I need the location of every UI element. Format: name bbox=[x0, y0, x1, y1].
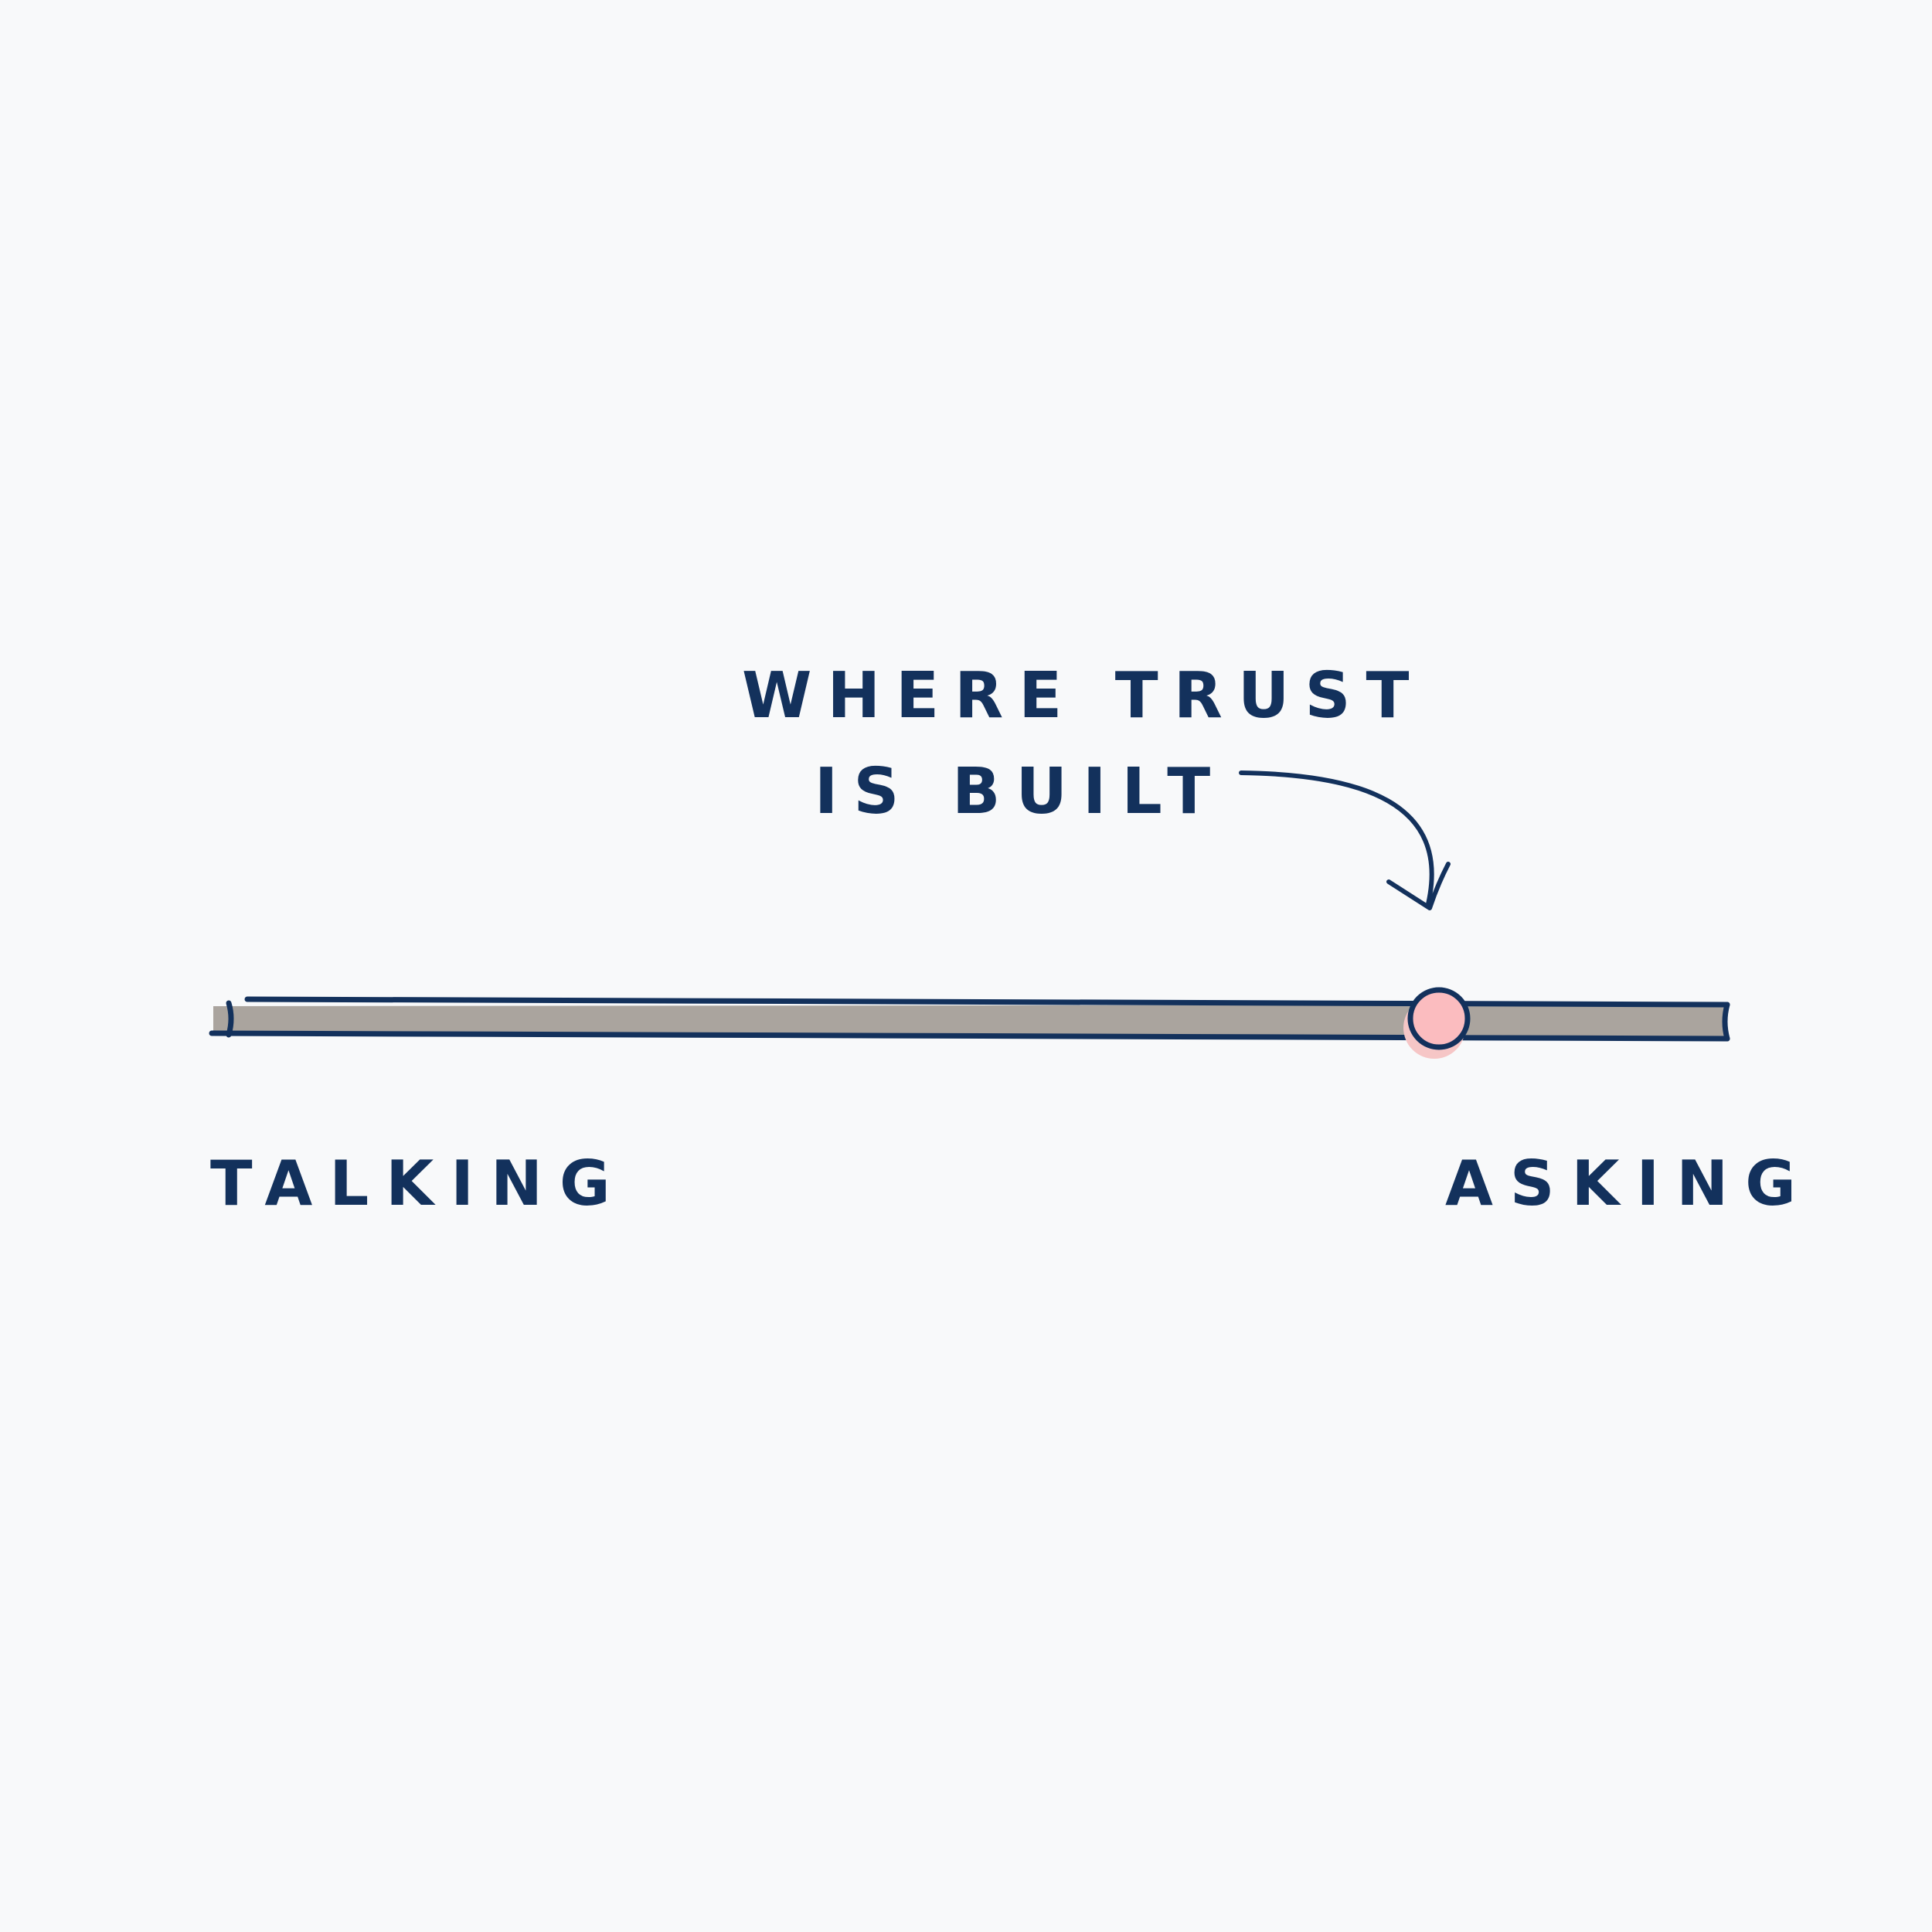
scale-bar-left-cap bbox=[226, 1000, 234, 1038]
marker-dot bbox=[1407, 987, 1471, 1050]
scale-bar-bottom-edge bbox=[209, 1030, 1730, 1042]
circle-marker-icon bbox=[1403, 987, 1471, 1059]
arrow-curve bbox=[1239, 770, 1434, 906]
scale-right-label: ASKING bbox=[1445, 1148, 1813, 1219]
scale-bar-top-edge bbox=[244, 996, 1730, 1008]
annotation-line-1: WHERE TRUST bbox=[742, 659, 1425, 733]
scale-bar-right-cap bbox=[1722, 1002, 1730, 1042]
arrow-head bbox=[1386, 862, 1451, 910]
curved-arrow-icon bbox=[1239, 770, 1451, 910]
scale-bar bbox=[209, 996, 1730, 1042]
scale-bar-fill bbox=[213, 1005, 1726, 1039]
scale-left-label: TALKING bbox=[210, 1148, 628, 1219]
annotation-label: WHERE TRUST IS BUILT bbox=[742, 659, 1425, 856]
annotation-line-2: IS BUILT bbox=[814, 755, 1226, 828]
